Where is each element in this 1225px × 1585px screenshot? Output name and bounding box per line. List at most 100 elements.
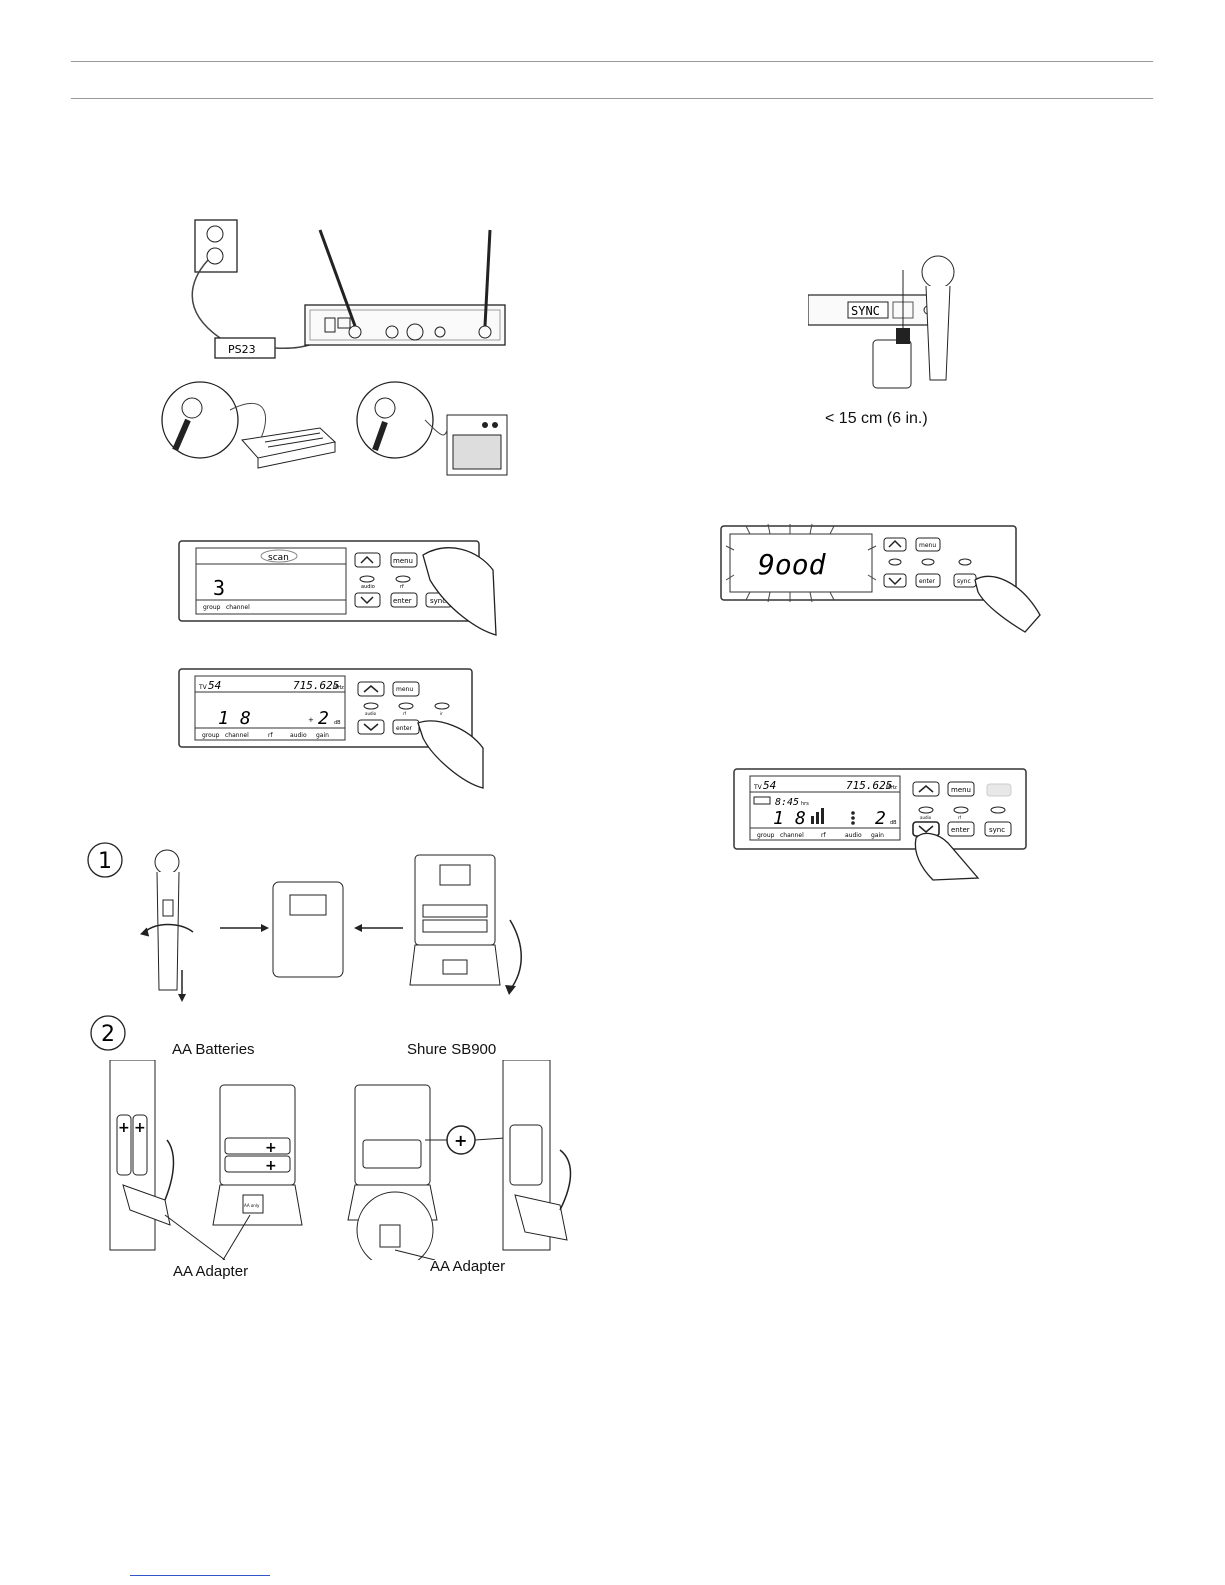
receiver-rear-icon — [304, 304, 506, 346]
battery-step2-illustration: + + + + AA only + — [109, 1060, 572, 1260]
tv-label: TV — [198, 684, 208, 691]
tv2-rf-led-label: rf — [958, 815, 962, 820]
tv2-sync-button[interactable] — [984, 821, 1012, 837]
handheld-mic-icon — [156, 871, 180, 991]
receiver-setup-illustration: PS23 — [191, 219, 506, 359]
scan-rf-label: rf — [400, 584, 404, 590]
tv2-group: 1 — [773, 808, 784, 829]
finger-icon — [974, 575, 1041, 633]
scan-panel: scan 3 group channel menu enter sync aud… — [178, 540, 497, 636]
top-rule-2 — [71, 98, 1153, 99]
step1-number: 1 — [98, 849, 112, 874]
scan-enter-button[interactable] — [390, 592, 418, 608]
sb900-title: Shure SB900 — [407, 1041, 497, 1058]
top-rule-1 — [71, 61, 1153, 62]
scan-audio-label: audio — [361, 584, 375, 590]
tv-gain-label: gain — [316, 732, 329, 739]
tv-panel-runtime: TV 54 715.625 MHz 8:45 hrs 1 8 2 dB grou… — [733, 768, 1027, 881]
scan-up-button[interactable] — [354, 552, 381, 568]
aa-only-label: AA only — [244, 1203, 260, 1208]
scan-enter-label: enter — [393, 597, 412, 605]
tv2-runtime: 8:45 — [775, 797, 799, 808]
svg-text:+: + — [265, 1140, 277, 1156]
good-enter-label: enter — [919, 578, 936, 585]
good-down-button[interactable] — [883, 573, 907, 588]
tv2-gain: 2 — [875, 808, 886, 829]
good-menu-button[interactable] — [915, 537, 941, 552]
tv2-label: TV — [753, 784, 763, 791]
mixer-connection-illustration — [161, 381, 337, 469]
good-panel: 9ood menu enter sync — [720, 523, 1041, 633]
svg-text:+: + — [118, 1120, 130, 1136]
tv2-gain-label: gain — [871, 832, 884, 839]
scan-menu-button[interactable] — [390, 552, 418, 568]
tv-up-button[interactable] — [357, 681, 385, 697]
aa-adapter-left-label: AA Adapter — [173, 1263, 249, 1280]
tv2-channel-num: 8 — [795, 808, 806, 829]
battery-meter-icon — [753, 796, 771, 805]
tv-gain: 2 — [318, 708, 329, 729]
good-enter-button[interactable] — [915, 573, 941, 588]
step2-number: 2 — [101, 1022, 115, 1047]
scan-digits: 3 — [213, 576, 225, 600]
battery-step1-illustration: 1 — [87, 842, 522, 1002]
tv-rf-label: rf — [268, 732, 273, 739]
step1-circle — [87, 842, 123, 878]
scan-menu-label: menu — [393, 557, 413, 565]
tv-freq: 715.625 — [293, 679, 339, 692]
tv2-channel-label: channel — [780, 832, 804, 839]
tv-rf-led-label: rf — [403, 711, 407, 716]
tv-gain-unit: dB — [334, 720, 341, 726]
tv-menu-button[interactable] — [392, 681, 420, 697]
aa-adapter-right-label: AA Adapter — [430, 1258, 506, 1275]
tv2-freq-unit: MHz — [886, 785, 897, 791]
tv2-menu-button[interactable] — [947, 781, 975, 797]
tv2-gain-unit: dB — [890, 820, 897, 826]
tv2-enter-button[interactable] — [947, 821, 975, 837]
tv2-freq: 715.625 — [846, 779, 892, 792]
battery-step2-circle: 2 — [90, 1015, 126, 1051]
rf-meter-icon — [811, 808, 824, 824]
tv2-rf-label: rf — [821, 832, 826, 839]
tv2-channel: 54 — [763, 779, 776, 792]
tv2-runtime-unit: hrs — [801, 801, 809, 807]
finger-icon — [417, 720, 484, 789]
tv2-enter-label: enter — [951, 826, 970, 834]
tv-plus: + — [308, 716, 314, 724]
bodypack-transmitter-icon — [872, 339, 912, 389]
sync-lcd-text: SYNC — [851, 304, 880, 318]
wall-outlet-icon — [194, 219, 238, 273]
tv2-group-label: group — [757, 832, 775, 839]
tv-audio-label: audio — [290, 732, 307, 739]
bodypack-sb900-icon — [354, 1084, 431, 1186]
svg-text:+: + — [265, 1158, 277, 1174]
tv-channel-num: 8 — [240, 708, 251, 729]
sync-illustration: SYNC — [808, 255, 955, 389]
scan-down-button[interactable] — [354, 592, 381, 608]
tv-group-label: group — [202, 732, 220, 739]
scan-channel-label: channel — [226, 604, 250, 611]
tv2-audio-label: audio — [845, 832, 862, 839]
finger-icon — [422, 547, 497, 636]
tv-audio-led-label: audio — [365, 711, 377, 716]
tv2-up-button[interactable] — [912, 781, 940, 797]
scan-sync-label: sync — [430, 597, 446, 605]
footer-link-underline[interactable] — [130, 1575, 270, 1576]
good-up-button[interactable] — [883, 537, 907, 552]
microphone-icon — [921, 255, 955, 289]
good-menu-label: menu — [919, 542, 936, 549]
good-lcd-text: 9ood — [758, 548, 827, 581]
power-supply-label: PS23 — [228, 343, 256, 356]
tv-down-button[interactable] — [357, 719, 385, 735]
tv-ir-led-label: ir — [440, 711, 443, 716]
finger-icon — [914, 832, 980, 881]
tv-channel-label: channel — [225, 732, 249, 739]
sync-distance-label: < 15 cm (6 in.) — [825, 410, 928, 427]
amplifier-connection-illustration — [356, 381, 508, 476]
scan-group-label: group — [203, 604, 221, 611]
svg-text:+: + — [454, 1131, 467, 1150]
svg-text:+: + — [134, 1120, 146, 1136]
audio-meter-icon — [851, 811, 855, 825]
aa-batteries-title: AA Batteries — [172, 1041, 255, 1058]
good-sync-label: sync — [957, 578, 971, 585]
